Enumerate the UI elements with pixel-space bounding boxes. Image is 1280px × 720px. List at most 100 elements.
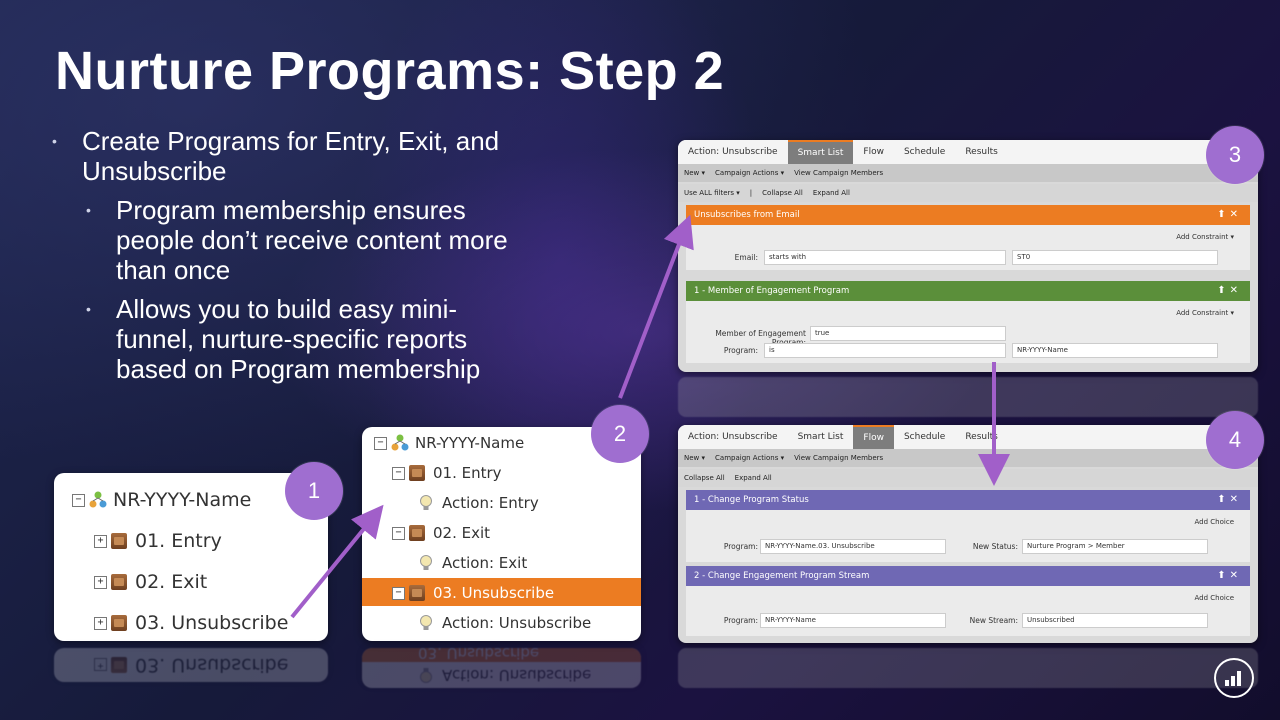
- campaign-toolbar: New ▾ Campaign Actions ▾ View Campaign M…: [678, 449, 1258, 467]
- tab-smart-list[interactable]: Smart List: [787, 140, 854, 164]
- program-tree-expanded: − NR-YYYY-Name − 01. Entry Action: Entry…: [362, 427, 641, 641]
- collapse-icon[interactable]: −: [392, 526, 405, 540]
- new-stream-select[interactable]: Unsubscribed: [1022, 613, 1208, 628]
- tree-item-unsubscribe[interactable]: − 03. Unsubscribe: [392, 584, 555, 602]
- filter-controls-icon[interactable]: ⬆✕: [1217, 285, 1242, 296]
- expand-icon: +: [94, 658, 107, 672]
- tree-root-label: NR-YYYY-Name: [415, 434, 525, 452]
- expand-all-button[interactable]: Expand All: [734, 474, 772, 482]
- panel4-reflection: [678, 648, 1258, 688]
- toolbar-separator: |: [749, 189, 753, 197]
- filter-unsubscribes-body: Add Constraint ▾ Email: starts with ST0: [686, 225, 1250, 270]
- flow-step-2-body: Add Choice Program: NR-YYYY-Name New Str…: [686, 586, 1250, 636]
- add-choice-button[interactable]: Add Choice: [1194, 594, 1234, 602]
- tree-item-action-unsubscribe[interactable]: Action: Unsubscribe: [418, 614, 591, 632]
- arrow-2-to-3: [618, 214, 694, 399]
- flow-step-1-header[interactable]: 1 - Change Program Status ⬆✕: [686, 490, 1250, 510]
- smart-list-panel: Action: Unsubscribe Smart List Flow Sche…: [678, 140, 1258, 372]
- add-constraint-button[interactable]: Add Constraint ▾: [1176, 233, 1234, 241]
- bullet-dot: •: [52, 133, 57, 149]
- flow-panel: Action: Unsubscribe Smart List Flow Sche…: [678, 425, 1258, 643]
- program-value-field[interactable]: NR-YYYY-Name: [1012, 343, 1218, 358]
- collapse-all-button[interactable]: Collapse All: [684, 474, 725, 482]
- view-members-button[interactable]: View Campaign Members: [794, 454, 884, 462]
- tab-schedule[interactable]: Schedule: [903, 432, 946, 442]
- tree1-reflection: + 03. Unsubscribe: [54, 648, 328, 682]
- operator-select[interactable]: is: [764, 343, 1006, 358]
- collapse-all-button[interactable]: Collapse All: [762, 189, 803, 197]
- campaign-actions-menu[interactable]: Campaign Actions ▾: [715, 169, 785, 177]
- bullet-1: • Create Programs for Entry, Exit, and U…: [52, 126, 552, 186]
- member-value-select[interactable]: true: [810, 326, 1006, 341]
- tree-item-label: Action: Exit: [442, 554, 528, 572]
- bullet-1-line-1: Create Programs for Entry, Exit, and: [82, 126, 500, 156]
- tree-item-action-exit[interactable]: Action: Exit: [418, 554, 527, 572]
- filter-member-header[interactable]: 1 - Member of Engagement Program ⬆✕: [686, 281, 1250, 301]
- tree-root[interactable]: − NR-YYYY-Name: [72, 489, 251, 511]
- tree-item-label: 02. Exit: [135, 571, 208, 593]
- campaign-toolbar: New ▾ Campaign Actions ▾ View Campaign M…: [678, 164, 1258, 182]
- use-all-filters-menu[interactable]: Use ALL filters ▾: [684, 189, 740, 197]
- tree-root-label: NR-YYYY-Name: [113, 489, 252, 511]
- add-constraint-button[interactable]: Add Constraint ▾: [1176, 309, 1234, 317]
- bullet-1a-line-2: people don’t receive content more: [116, 225, 508, 255]
- filter-controls-icon[interactable]: ⬆✕: [1217, 209, 1242, 220]
- flow-step-2-header[interactable]: 2 - Change Engagement Program Stream ⬆✕: [686, 566, 1250, 586]
- expand-all-button[interactable]: Expand All: [812, 189, 850, 197]
- filter-unsubscribes-header[interactable]: Unsubscribes from Email ⬆✕: [686, 205, 1250, 225]
- bullet-list: • Create Programs for Entry, Exit, and U…: [52, 126, 552, 384]
- tree-item-label: 01. Entry: [135, 530, 222, 552]
- tree-item-action-entry[interactable]: Action: Entry: [418, 494, 539, 512]
- tab-flow[interactable]: Flow: [863, 147, 884, 157]
- reflection-label: Action: Unsubscribe: [442, 666, 592, 684]
- email-value-field[interactable]: ST0: [1012, 250, 1218, 265]
- tab-action[interactable]: Action: Unsubscribe: [688, 147, 778, 157]
- slide-title: Nurture Programs: Step 2: [55, 41, 725, 101]
- program-select[interactable]: NR-YYYY-Name.03. Unsubscribe: [760, 539, 946, 554]
- campaign-tabs: Action: Unsubscribe Smart List Flow Sche…: [678, 140, 1258, 164]
- collapse-icon[interactable]: −: [72, 493, 85, 507]
- member-label: Member of Engagement Program:: [715, 329, 806, 347]
- program-select[interactable]: NR-YYYY-Name: [760, 613, 946, 628]
- expand-icon[interactable]: +: [94, 534, 107, 548]
- expand-icon[interactable]: +: [94, 616, 107, 630]
- tab-results[interactable]: Results: [965, 147, 998, 157]
- reflection-label: 03. Unsubscribe: [135, 654, 289, 676]
- collapse-icon[interactable]: −: [392, 586, 405, 600]
- lightbulb-icon: [420, 615, 432, 630]
- tree-item-label: Action: Unsubscribe: [442, 614, 592, 632]
- program-folder-icon: [409, 585, 425, 601]
- tree2-reflection: Action: Unsubscribe 03. Unsubscribe: [362, 648, 641, 688]
- view-members-button[interactable]: View Campaign Members: [794, 169, 884, 177]
- bullet-1a-line-1: Program membership ensures: [116, 195, 466, 225]
- tab-flow[interactable]: Flow: [853, 425, 894, 449]
- collapse-icon[interactable]: −: [374, 436, 387, 450]
- collapse-icon[interactable]: −: [392, 466, 405, 480]
- tree-item-entry[interactable]: + 01. Entry: [94, 530, 222, 552]
- tab-smart-list[interactable]: Smart List: [797, 432, 844, 442]
- tree-item-entry[interactable]: − 01. Entry: [392, 464, 502, 482]
- new-menu[interactable]: New ▾: [684, 454, 706, 462]
- tree-item-label: Action: Entry: [442, 494, 539, 512]
- tree-item-label: 03. Unsubscribe: [135, 612, 289, 634]
- tab-schedule[interactable]: Schedule: [903, 147, 946, 157]
- expand-icon[interactable]: +: [94, 575, 107, 589]
- add-choice-button[interactable]: Add Choice: [1194, 518, 1234, 526]
- tab-results[interactable]: Results: [965, 432, 998, 442]
- tree-item-exit[interactable]: + 02. Exit: [94, 571, 207, 593]
- step-badge-3: 3: [1206, 126, 1264, 184]
- flow-step-controls-icon[interactable]: ⬆✕: [1217, 570, 1242, 581]
- tree-item-exit[interactable]: − 02. Exit: [392, 524, 490, 542]
- program-label: Program:: [723, 616, 758, 625]
- tree-item-unsubscribe[interactable]: + 03. Unsubscribe: [94, 612, 288, 634]
- new-menu[interactable]: New ▾: [684, 169, 706, 177]
- campaign-actions-menu[interactable]: Campaign Actions ▾: [715, 454, 785, 462]
- filter-title: 1 - Member of Engagement Program: [694, 286, 850, 296]
- reflection-label: 03. Unsubscribe: [418, 648, 540, 662]
- flow-step-controls-icon[interactable]: ⬆✕: [1217, 494, 1242, 505]
- tab-action[interactable]: Action: Unsubscribe: [688, 432, 778, 442]
- operator-select[interactable]: starts with: [764, 250, 1006, 265]
- new-status-select[interactable]: Nurture Program > Member: [1022, 539, 1208, 554]
- bullet-1b: • Allows you to build easy mini- funnel,…: [86, 294, 552, 384]
- tree-root[interactable]: − NR-YYYY-Name: [374, 434, 524, 452]
